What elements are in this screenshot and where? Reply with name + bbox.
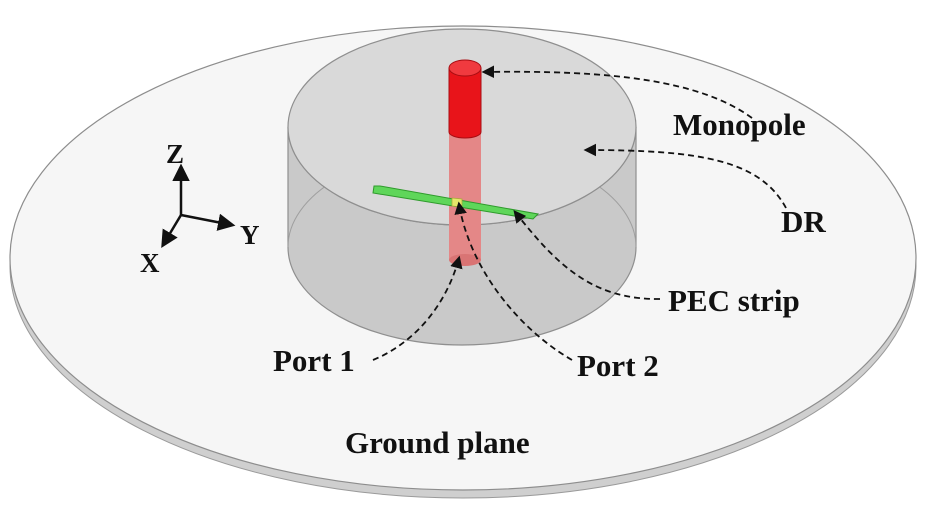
port1-leader <box>372 255 463 361</box>
dr-leader <box>583 143 787 209</box>
leader-arrows <box>372 65 787 361</box>
monopole-lower-body <box>449 132 481 260</box>
dr-label: DR <box>781 204 826 239</box>
monopole-upper-body <box>448 67 482 139</box>
pec-strip-label: PEC strip <box>668 283 800 318</box>
port2-label: Port 2 <box>577 348 659 383</box>
monopole-label: Monopole <box>673 107 806 142</box>
port2-leader <box>454 201 573 361</box>
ground-plane-label: Ground plane <box>345 425 530 460</box>
z-axis-label: Z <box>166 139 184 169</box>
x-axis-label: X <box>140 248 160 278</box>
pec-strip-leader <box>513 210 661 300</box>
port1-label: Port 1 <box>273 343 355 378</box>
monopole-leader <box>481 65 753 119</box>
monopole-lower <box>449 132 481 266</box>
monopole-top-cap <box>448 59 482 77</box>
y-axis-arrow <box>180 213 236 231</box>
x-axis-arrow <box>161 214 183 249</box>
monopole-upper <box>448 59 482 139</box>
coordinate-axes: Z Y X <box>140 139 260 278</box>
y-axis-label: Y <box>240 220 260 250</box>
port2-patch <box>451 197 463 208</box>
